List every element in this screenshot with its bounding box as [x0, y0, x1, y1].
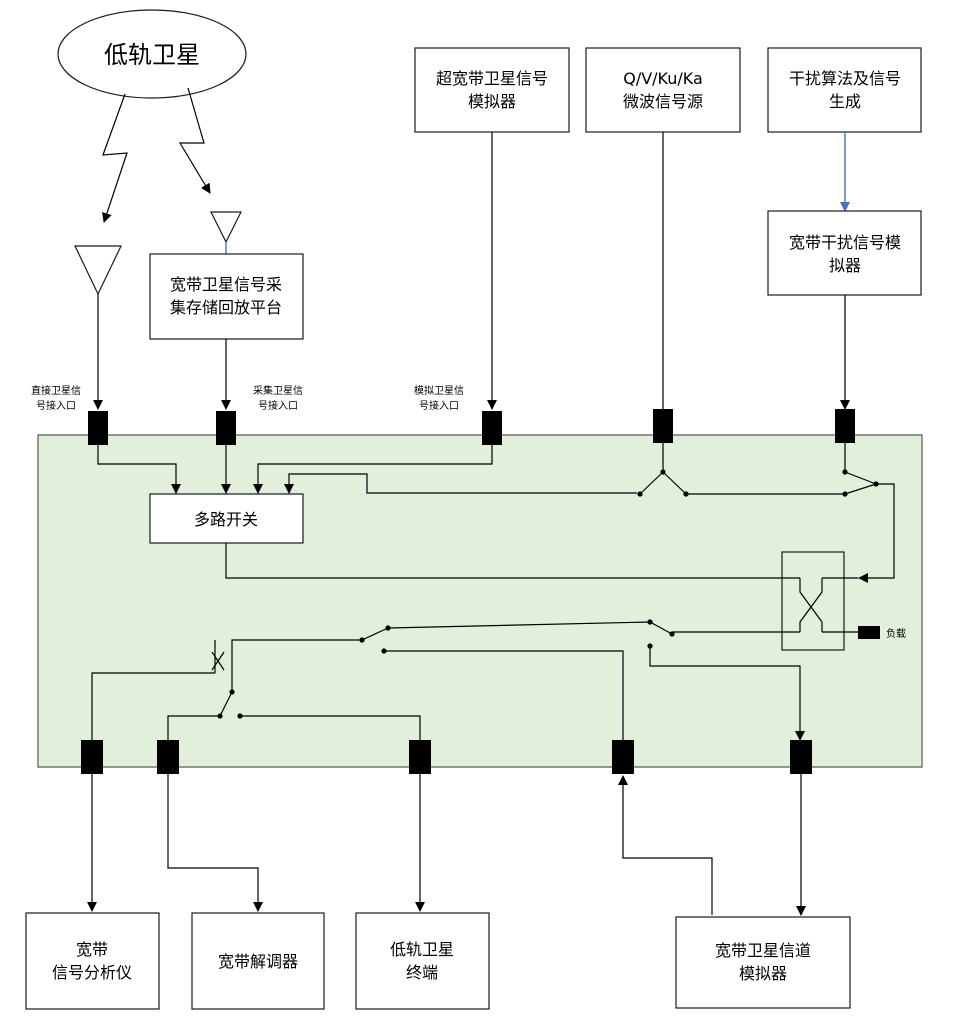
switch-node [637, 491, 643, 497]
interference-sim-label-1: 宽带干扰信号模 [789, 233, 901, 252]
terminal-label-2: 终端 [406, 963, 438, 982]
distribution-switch-arm [361, 627, 389, 641]
microwave-switch-blade-right [662, 471, 687, 495]
direct-to-mux [97, 445, 181, 494]
interference-algo-label-2: 生成 [829, 92, 861, 111]
uwb-sim-label-1: 超宽带卫星信号 [436, 69, 548, 88]
wideband-interference-simulator: 宽带干扰信号模 拟器 [767, 210, 922, 296]
switch-node [660, 469, 666, 475]
load-terminator [858, 626, 880, 639]
cross-coupler [781, 551, 858, 651]
microwave-to-mux [284, 473, 637, 494]
channel-sim-return [618, 775, 713, 915]
record-playback-label-1: 宽带卫星信号采 [170, 275, 282, 294]
terminal-label-1: 低轨卫星 [390, 940, 454, 959]
demodulator-label: 宽带解调器 [218, 952, 298, 971]
interference-algo-label-1: 干扰算法及信号 [789, 69, 901, 88]
port-microwave [653, 409, 673, 443]
stub-to-analyzer-port [91, 672, 215, 741]
port-label-direct-1: 直接卫星信 [31, 384, 81, 397]
combiner-arm [844, 483, 877, 495]
port-label-capture-1: 采集卫星信 [253, 384, 303, 397]
port-terminal [409, 740, 431, 774]
combiner-to-coupler [858, 483, 895, 583]
port-channel-out [790, 740, 812, 774]
to-demodulator [167, 774, 263, 912]
switch-node [842, 491, 848, 497]
port-channel-return [612, 740, 634, 774]
interference-switch-arm [844, 471, 877, 485]
channel-sim-label-2: 模拟器 [739, 964, 787, 983]
mux-to-coupler [225, 543, 800, 579]
channel-sim-label-1: 宽带卫星信道 [715, 941, 811, 960]
lower-switch-arm [219, 691, 233, 717]
microwave-label-2: 微波信号源 [623, 92, 703, 111]
port-label-capture-2: 号接入口 [258, 399, 298, 412]
port-simulated-satellite [482, 411, 502, 445]
antenna-direct-icon [74, 245, 122, 296]
wideband-demodulator: 宽带解调器 [191, 912, 325, 1010]
microwave-switch-blade-left [639, 471, 664, 495]
lower-switch-to-terminal-port [240, 715, 421, 741]
distribution-to-channel-port [384, 650, 624, 741]
uwb-sim-label-2: 模拟器 [468, 92, 516, 111]
radio-link-capture [178, 87, 211, 194]
multiplexer: 多路开关 [149, 493, 304, 544]
antenna-capture-icon [210, 211, 242, 244]
wideband-channel-simulator: 宽带卫星信道 模拟器 [675, 916, 851, 1009]
analyzer-label-1: 宽带 [76, 940, 108, 959]
microwave-label-1: Q/V/Ku/Ka [623, 69, 703, 88]
microwave-signal-source: Q/V/Ku/Ka 微波信号源 [585, 47, 741, 133]
record-playback-platform: 宽带卫星信号采 集存储回放平台 [149, 253, 304, 340]
port-capture-satellite [216, 411, 236, 445]
output-switch-arm [649, 621, 673, 635]
switch-to-channel-sim [649, 646, 805, 741]
record-playback-label-2: 集存储回放平台 [170, 298, 282, 317]
load-label: 负载 [886, 627, 906, 640]
lower-switch-to-demod-port [167, 715, 220, 741]
port-interference [835, 409, 855, 443]
port-analyzer [81, 740, 103, 774]
switch-matrix-panel [37, 434, 923, 768]
leo-satellite-terminal: 低轨卫星 终端 [355, 912, 490, 1010]
satellite-node: 低轨卫星 [57, 9, 247, 99]
simulated-to-mux [253, 445, 493, 494]
wideband-signal-analyzer: 宽带 信号分析仪 [25, 912, 160, 1010]
interference-algorithm-generator: 干扰算法及信号 生成 [767, 47, 922, 133]
satellite-label: 低轨卫星 [104, 41, 200, 69]
port-label-direct-2: 号接入口 [36, 399, 76, 412]
distribution-to-lower-switch [231, 639, 362, 692]
uwb-satellite-signal-simulator: 超宽带卫星信号 模拟器 [414, 47, 570, 133]
port-demodulator [157, 740, 179, 774]
port-direct-satellite [88, 411, 108, 445]
multiplexer-label: 多路开关 [194, 510, 258, 529]
analyzer-label-2: 信号分析仪 [52, 963, 132, 982]
interference-sim-label-2: 拟器 [829, 256, 861, 275]
radio-link-direct [102, 93, 128, 223]
switch-to-distribution [387, 621, 651, 629]
analyzer-cross-b [211, 651, 225, 671]
port-label-simulated-1: 模拟卫星信 [414, 384, 464, 397]
port-label-simulated-2: 号接入口 [419, 399, 459, 412]
